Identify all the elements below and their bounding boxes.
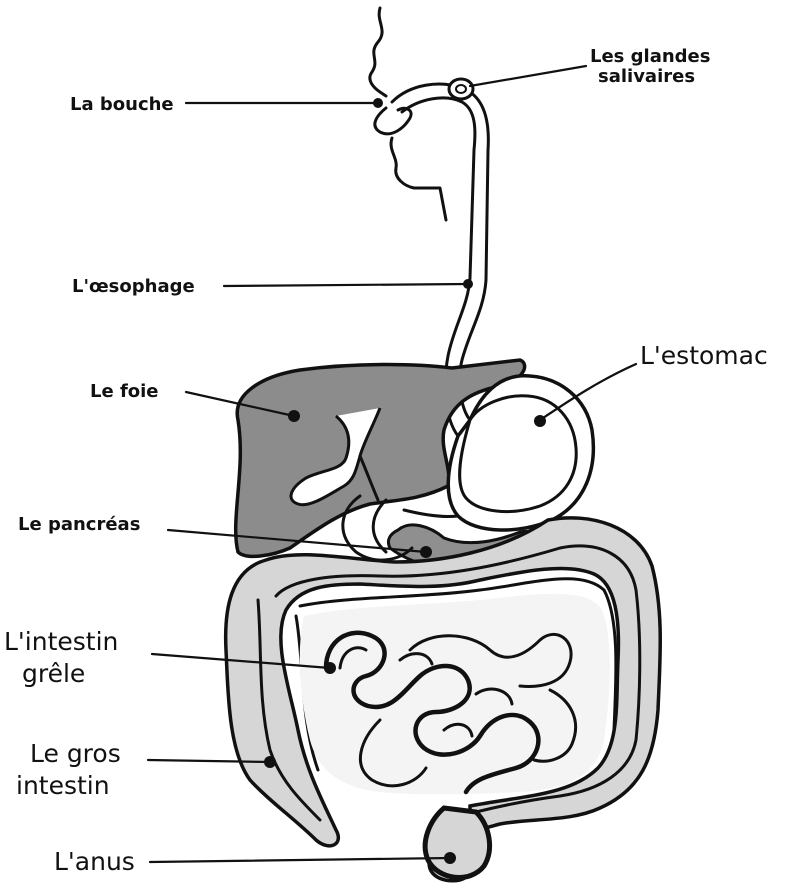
dot-mouth — [373, 98, 383, 108]
label-large-intestine-line2: intestin — [16, 771, 110, 800]
label-small-intestine-line1: L'intestin — [4, 627, 118, 656]
dot-stomach — [534, 415, 546, 427]
head-profile — [370, 8, 446, 220]
small-intestine — [300, 594, 610, 794]
dot-anus — [444, 852, 456, 864]
label-salivary-line1: Les glandes — [590, 46, 710, 67]
label-pancreas: Le pancréas — [18, 514, 140, 535]
dot-small-intestine — [324, 662, 336, 674]
leader-esophagus — [224, 284, 468, 286]
label-stomach: L'estomac — [640, 341, 768, 370]
dot-pancreas — [420, 546, 432, 558]
label-anus: L'anus — [54, 847, 135, 876]
label-salivary-line2: salivaires — [598, 66, 695, 87]
label-large-intestine-line1: Le gros — [30, 739, 121, 768]
salivary-gland — [449, 79, 473, 99]
dot-liver — [288, 410, 300, 422]
dot-esophagus — [463, 279, 473, 289]
label-esophagus: L'œsophage — [72, 276, 195, 297]
label-mouth: La bouche — [70, 94, 174, 115]
label-small-intestine-line2: grêle — [22, 659, 85, 688]
dot-large-intestine — [264, 756, 276, 768]
rectum — [425, 808, 489, 877]
leader-anus — [150, 858, 450, 862]
label-liver: Le foie — [90, 381, 159, 402]
leader-salivary — [470, 66, 586, 86]
